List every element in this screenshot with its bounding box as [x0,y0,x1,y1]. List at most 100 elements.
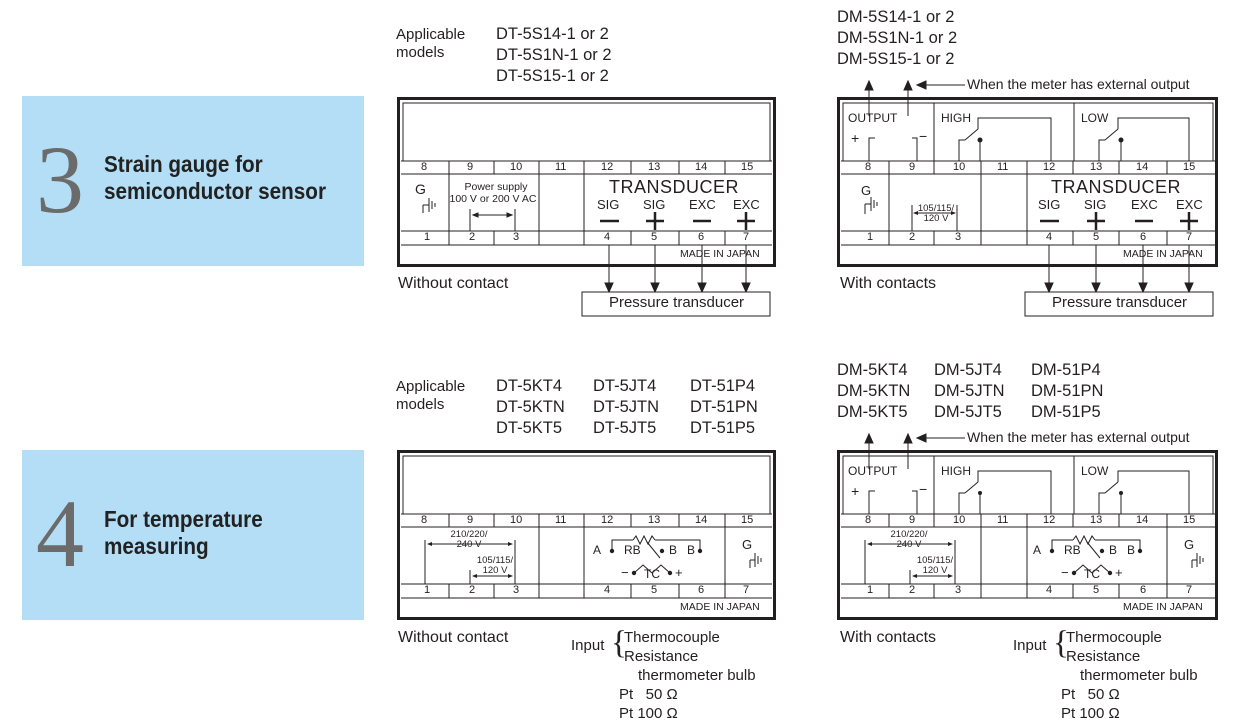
model-name: DT-51P4 [690,377,756,395]
power-supply-text: Power supply [464,181,528,193]
sig-label: SIG [1038,197,1061,212]
terminal-b-label: B [687,543,696,557]
model-name: DT-5KT5 [496,419,563,437]
low-label: LOW [1081,111,1109,125]
terminal-number: 9 [909,514,916,526]
rb-label: RB [624,543,641,557]
voltage-label: 105/115/ 120 V [911,204,961,224]
terminal-number: 2 [909,231,916,243]
exc-label: EXC [689,197,716,212]
model-name: DT-5KTN [496,398,565,416]
made-in-japan-label: MADE IN JAPAN [680,601,760,613]
plus-sign: + [851,483,860,499]
pressure-transducer-box: Pressure transducer [608,294,745,311]
tc-minus: − [1061,565,1069,580]
terminal-number: 15 [741,161,754,173]
transducer-label: TRANSDUCER [609,177,740,197]
terminal-number: 7 [743,584,750,596]
section-3-title-line1: Strain gauge for [104,151,263,177]
section-4-title-line1: For temperature [104,506,263,532]
terminal-b-label: B [1127,543,1136,557]
terminal-number: 14 [1136,514,1149,526]
terminal-number: 13 [1090,161,1103,173]
terminal-number: 15 [1183,161,1196,173]
section-3-banner: 3 Strain gauge for semiconductor sensor [22,96,364,266]
voltage-text: 105/115/ [916,555,954,566]
terminal-number: 10 [953,514,966,526]
input-type: Thermocouple [1066,629,1162,646]
sig-label: SIG [643,197,666,212]
input-type: Pt 100 Ω [619,705,678,722]
section-3-number: 3 [36,126,84,233]
voltage-label-high: 210/220/ 240 V [877,530,941,550]
ground-icon [422,198,436,213]
voltage-text: 105/115/ [917,203,955,214]
terminal-number: 8 [865,161,872,173]
terminal-a-label: A [593,543,602,557]
low-label: LOW [1081,464,1109,478]
made-in-japan-label: MADE IN JAPAN [1123,248,1203,260]
external-output-note: When the meter has external output [967,429,1190,445]
model-name: DM-5S15-1 or 2 [837,50,955,68]
model-name: DT-5S15-1 or 2 [496,67,609,85]
ground-label: G [742,537,753,552]
terminal-number: 2 [469,231,476,243]
sig-label: SIG [597,197,620,212]
terminal-number: 6 [698,584,705,596]
terminal-number: 2 [469,584,476,596]
tc-label: TC [644,567,660,581]
output-label: OUTPUT [848,111,898,125]
input-label: Input [571,637,605,654]
terminal-number: 5 [651,231,658,243]
model-name: DT-5JT4 [593,377,657,395]
section-4-title-line2: measuring [104,533,209,559]
output-label: OUTPUT [848,464,898,478]
terminal-number: 14 [695,161,708,173]
terminal-number: 7 [1186,584,1193,596]
models-text: models [396,44,445,61]
minus-sign: − [919,481,928,497]
models-text: models [396,396,445,413]
voltage-label-low: 105/115/ 120 V [913,556,957,576]
terminal-number: 10 [953,161,966,173]
dt-model-list-3: DT-5S14-1 or 2 DT-5S1N-1 or 2 DT-5S15-1 … [496,24,612,87]
model-name: DT-5KT4 [496,377,563,395]
terminal-number: 11 [555,514,567,526]
model-name: DM-5KT5 [837,403,908,421]
terminal-number: 10 [510,514,523,526]
input-type: Pt 50 Ω [619,686,678,703]
input-label: Input [1013,637,1047,654]
ground-icon [864,197,878,214]
external-output-note: When the meter has external output [967,76,1190,92]
terminal-number: 6 [698,231,705,243]
terminal-number: 14 [1136,161,1149,173]
model-name: DT-5S14-1 or 2 [496,25,609,43]
tc-plus: + [1115,565,1123,580]
input-type: Thermocouple [624,629,720,646]
applicable-text: Applicable [396,26,466,43]
caption-without-contact-3: Without contact [398,275,509,292]
terminal-number: 10 [510,161,523,173]
terminal-number: 9 [467,514,474,526]
terminal-number: 4 [1046,231,1053,243]
model-name: DM-5S14-1 or 2 [837,8,955,26]
voltage-text: 105/115/ [476,555,514,566]
model-name: DT-51PN [690,398,758,416]
terminal-number: 8 [865,514,872,526]
terminal-number: 9 [467,161,474,173]
terminal-number: 13 [648,514,661,526]
voltage-text: 120 V [922,565,948,576]
ground-label: G [861,183,872,198]
terminal-panel-dm-3: When the meter has external output OUTPU… [837,76,1219,323]
model-name: DM-5JT5 [934,403,1002,421]
input-type: Pt 50 Ω [1061,686,1120,703]
terminal-number: 3 [955,231,962,243]
model-name: DT-5JTN [593,398,659,416]
brace-icon: { [611,625,627,661]
terminal-number: 12 [1043,514,1056,526]
terminal-number: 13 [1090,514,1103,526]
high-label: HIGH [941,464,971,478]
model-name: DM-51PN [1031,382,1104,400]
caption-without-contact-4: Without contact [398,629,509,646]
